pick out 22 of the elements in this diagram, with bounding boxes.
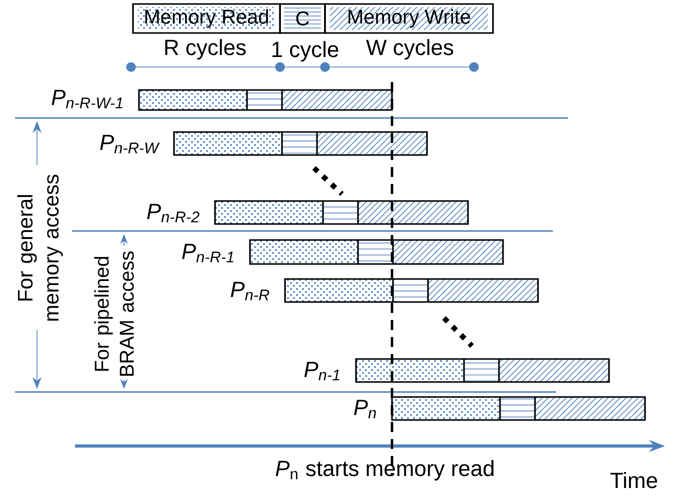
pipeline-bar xyxy=(499,397,501,420)
pipeline-bar xyxy=(463,359,465,382)
cycle-count-label: W cycles xyxy=(366,39,454,60)
cycle-count-label: R cycles xyxy=(165,39,246,60)
process-label: P$_{n-R-1}$ xyxy=(182,244,234,262)
process-label: P$_{n-R}$ xyxy=(230,282,270,300)
pipeline-bar xyxy=(392,279,394,302)
cycle-count-label: 1 cycle xyxy=(272,41,338,62)
axis-note: P$_{n}$ starts memory read xyxy=(276,460,494,481)
process-label: P$_{n}$ xyxy=(354,400,376,418)
pipeline-bar xyxy=(357,240,359,264)
process-label: P$_{n-R-W-1}$ xyxy=(52,90,122,108)
process-label: P$_{n-1}$ xyxy=(304,362,340,380)
pipeline-bar xyxy=(281,132,283,155)
process-label: P$_{n-R-2}$ xyxy=(147,204,200,222)
process-label: P$_{n-R-W}$ xyxy=(100,134,160,154)
phase-box: C xyxy=(279,3,326,34)
axis-label: Time xyxy=(610,472,658,488)
pipeline-bar xyxy=(322,201,324,224)
span-label: For pipelined BRAM access xyxy=(94,251,134,376)
span-label: For general memory access xyxy=(17,174,63,321)
pipeline-bar xyxy=(246,90,248,110)
